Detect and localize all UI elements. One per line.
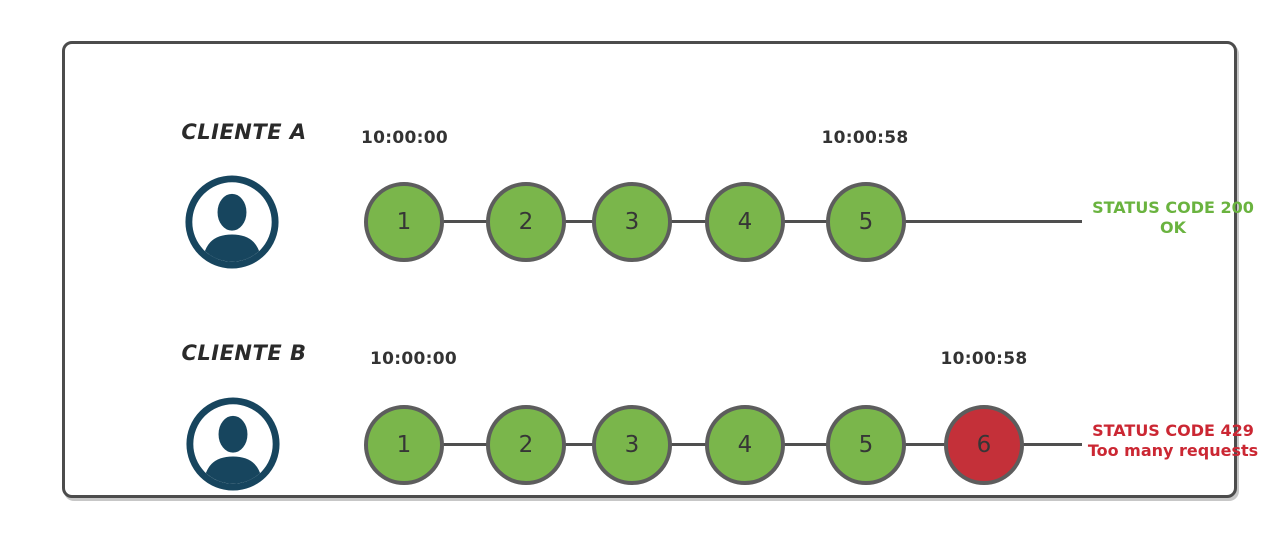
status-code-text: STATUS CODE 200 <box>1092 198 1254 217</box>
status-message: STATUS CODE 429 Too many requests <box>1087 421 1259 461</box>
end-time-label: 10:00:58 <box>940 349 1028 369</box>
request-circle-ok: 3 <box>592 405 672 485</box>
request-circle-ok: 2 <box>486 182 566 262</box>
status-code-text: STATUS CODE 429 <box>1092 421 1254 440</box>
client-a-label: CLIENTE A <box>181 120 307 144</box>
request-circle-ok: 4 <box>705 182 785 262</box>
client-b-label: CLIENTE B <box>181 341 307 365</box>
start-time-label: 10:00:00 <box>361 128 448 148</box>
end-time-label: 10:00:58 <box>821 128 909 148</box>
request-circle-ok: 5 <box>826 182 906 262</box>
request-circle-ok: 5 <box>826 405 906 485</box>
start-time-label: 10:00:00 <box>370 349 457 369</box>
status-desc-text: Too many requests <box>1087 441 1259 460</box>
request-circle-ok: 4 <box>705 405 785 485</box>
request-circle-ok: 2 <box>486 405 566 485</box>
request-circle-blocked: 6 <box>944 405 1024 485</box>
request-circle-ok: 1 <box>364 405 444 485</box>
user-avatar-icon <box>183 173 281 271</box>
status-desc-text: OK <box>1160 218 1186 237</box>
status-message: STATUS CODE 200 OK <box>1087 198 1259 238</box>
user-avatar-icon <box>184 395 282 493</box>
request-circle-ok: 3 <box>592 182 672 262</box>
request-circle-ok: 1 <box>364 182 444 262</box>
